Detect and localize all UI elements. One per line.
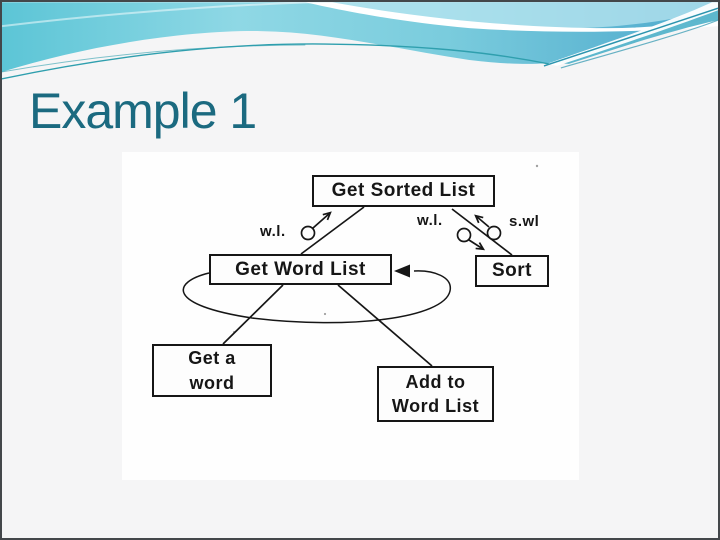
- node-get-word-list: Get Word List: [209, 254, 392, 285]
- call-line-gwl-to-gaw: [222, 284, 284, 345]
- slide-title: Example 1: [29, 83, 257, 139]
- diagram-connectors: [182, 164, 539, 367]
- data-couple-left-wl: [300, 211, 332, 241]
- data-couple-circle: [300, 225, 316, 241]
- call-line-gsl-to-gwl: [300, 206, 365, 255]
- wave-thin-line-left-2: [2, 44, 306, 73]
- wave-pale-region: [318, 2, 718, 29]
- data-couple-arrow: [468, 239, 486, 251]
- call-line-gsl-to-sort: [451, 208, 513, 256]
- wave-hairline-top-left: [2, 2, 311, 28]
- data-couple-circle: [456, 227, 472, 243]
- label-left-wl: w.l.: [260, 223, 286, 240]
- header-wave-decoration: [2, 2, 718, 80]
- label-right-wl: w.l.: [417, 212, 443, 229]
- node-sort: Sort: [475, 255, 549, 287]
- data-couple-right-wl: [456, 227, 486, 251]
- data-couple-right-swl: [474, 214, 502, 241]
- node-get-a-word: Get a word: [152, 344, 272, 397]
- node-add-to-word-list: Add to Word List: [377, 366, 494, 422]
- loop-arc-get-word-list: [182, 270, 451, 324]
- label-right-swl: s.wl: [509, 213, 540, 230]
- data-couple-arrow: [312, 211, 332, 229]
- call-line-gwl-to-atwl: [337, 284, 433, 367]
- wave-thin-line-right-2: [560, 19, 718, 69]
- wave-shapes: [2, 2, 718, 80]
- wave-thin-line-left-1: [2, 43, 550, 80]
- loop-arrowhead: [394, 264, 410, 278]
- data-couple-circle: [486, 225, 502, 241]
- node-get-sorted-list: Get Sorted List: [312, 175, 495, 207]
- scan-specks: [233, 164, 539, 333]
- data-couple-arrow: [474, 214, 490, 228]
- wave-thin-line-right-1: [543, 7, 718, 67]
- structure-chart-figure: Get Sorted List Get Word List Sort Get a…: [122, 152, 579, 480]
